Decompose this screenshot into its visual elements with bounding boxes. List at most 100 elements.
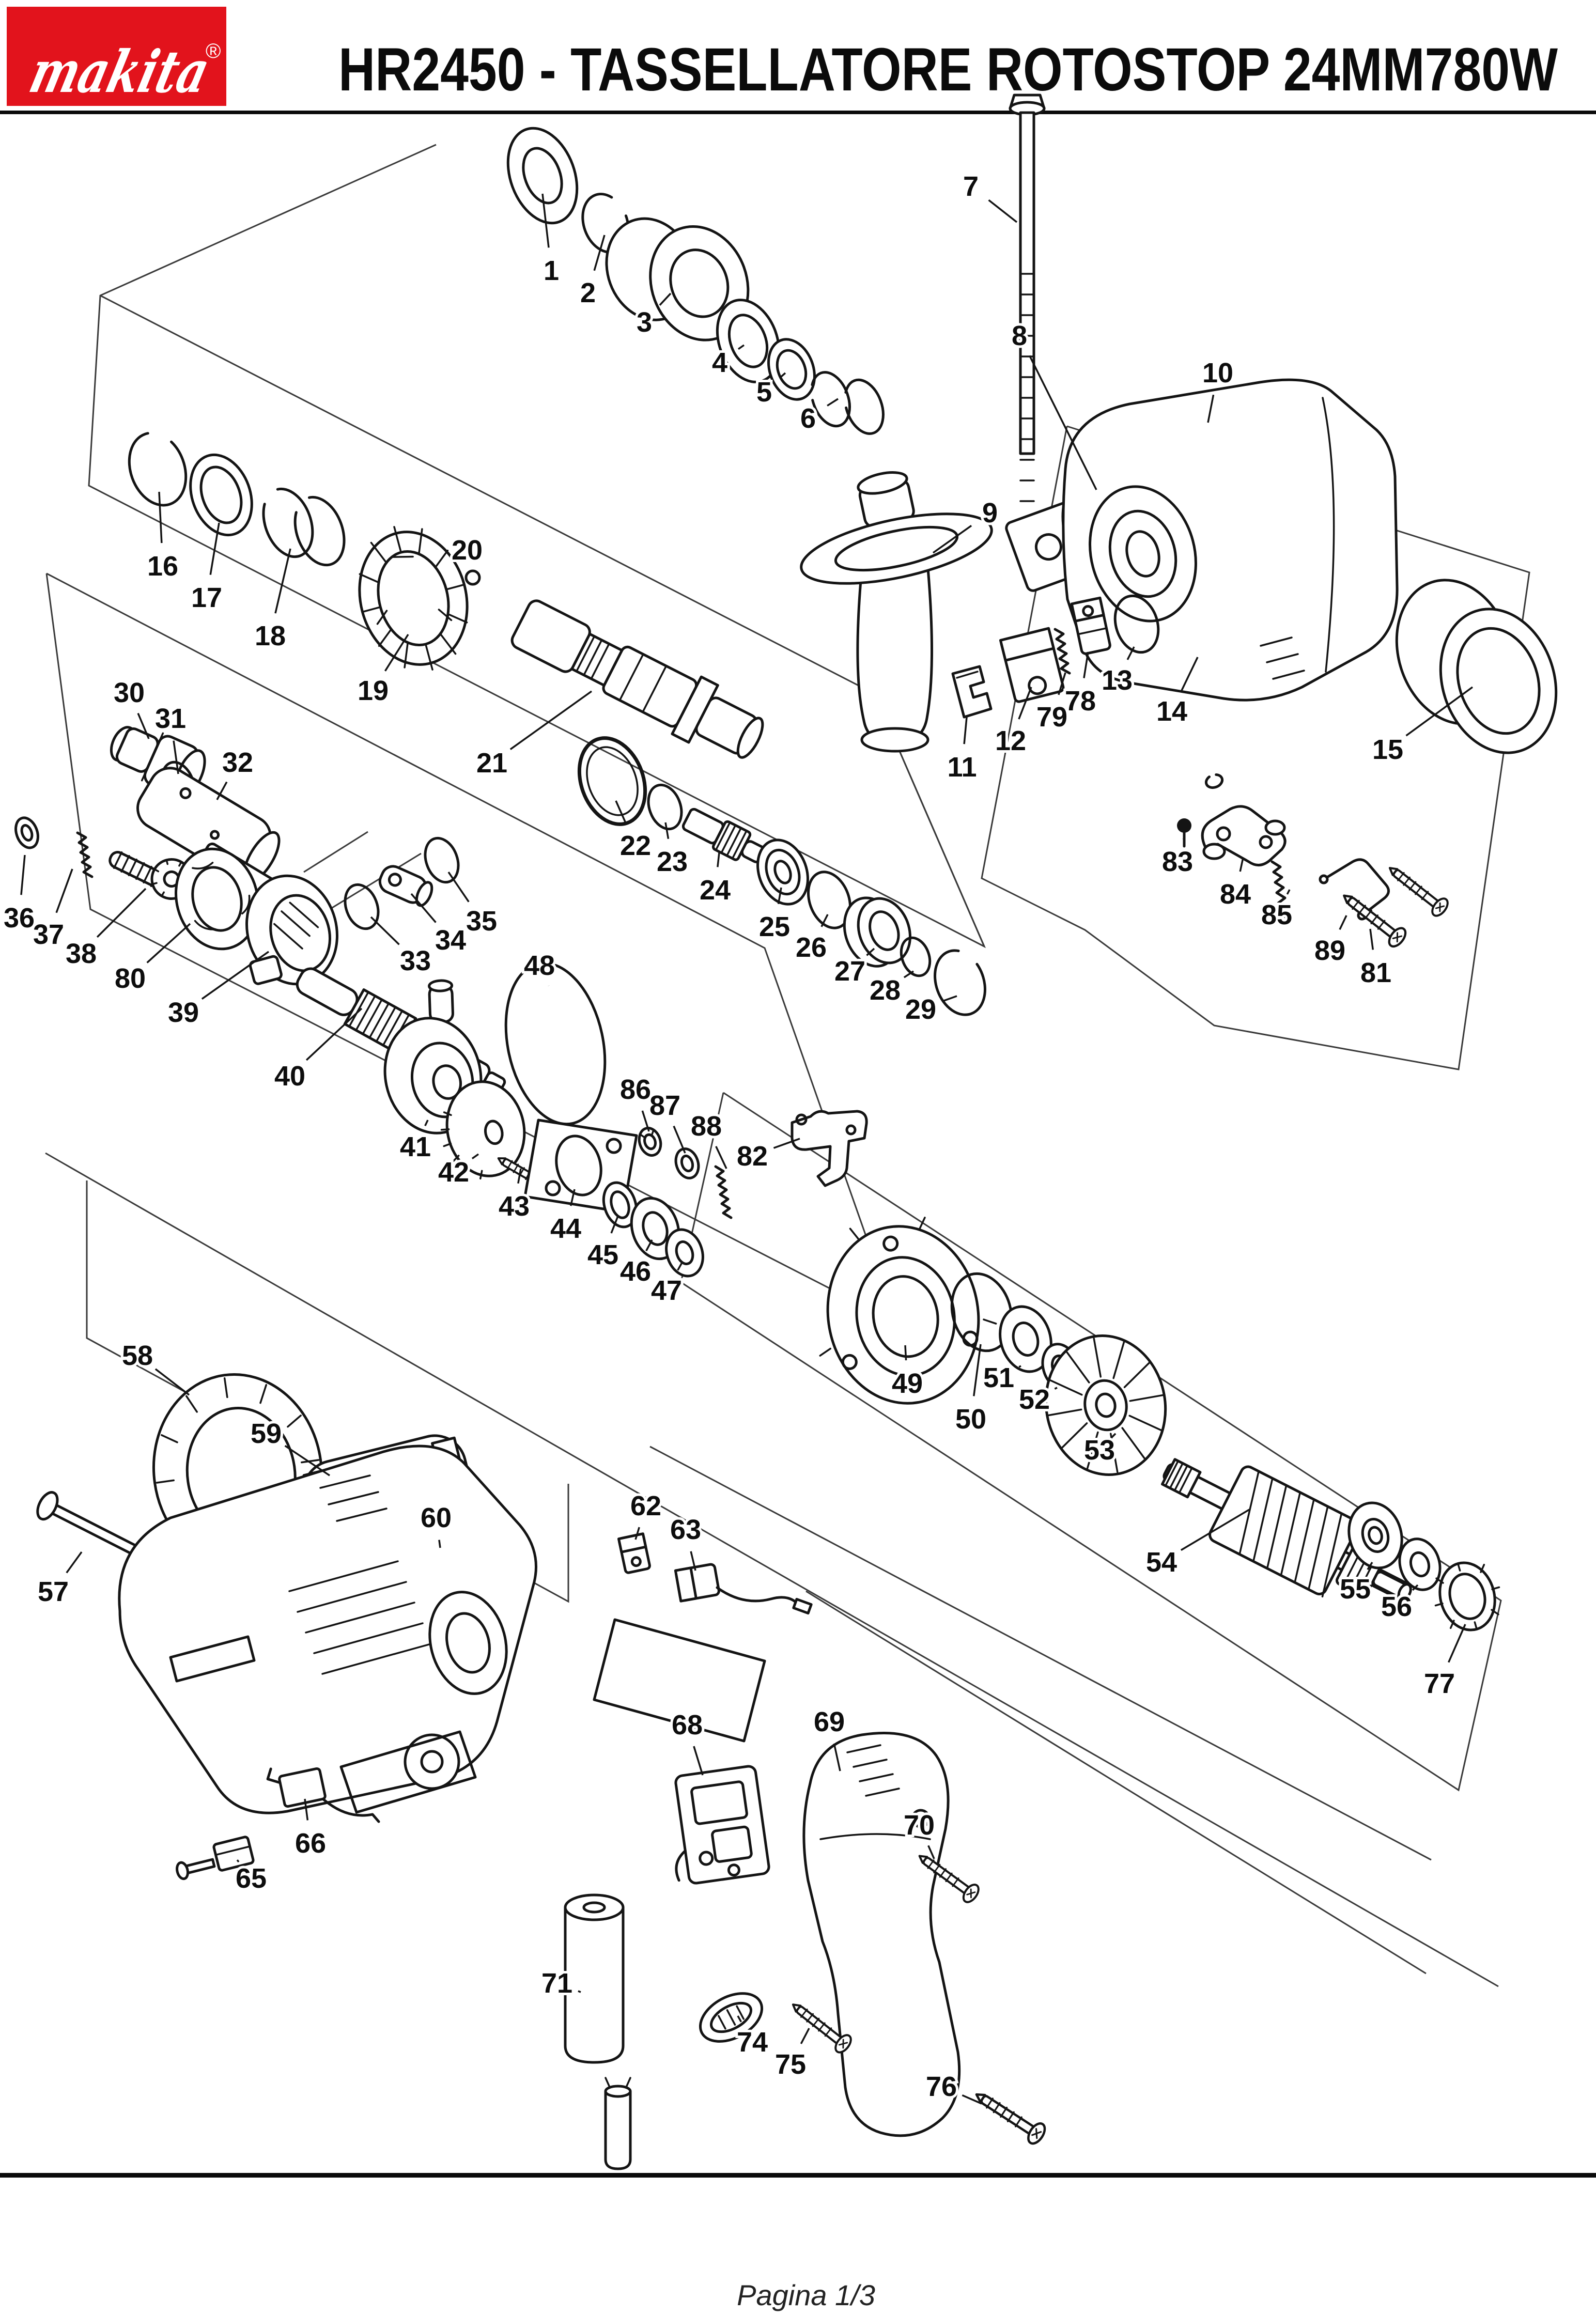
part-number-label: 75	[775, 2049, 806, 2080]
callout-leader-line	[1029, 355, 1097, 490]
callout-66: 66	[292, 1798, 329, 1861]
part-29-circlip	[934, 949, 986, 1016]
part-number-label: 76	[926, 2071, 957, 2102]
callout-leader-line	[304, 1798, 309, 1821]
part-6-spring-washers	[810, 371, 885, 435]
callout-48: 48	[521, 947, 557, 986]
callout-leader-line	[305, 1007, 363, 1061]
callout-4: 4	[709, 344, 745, 381]
part-number-label: 81	[1360, 957, 1391, 988]
part-37-spring	[76, 831, 94, 878]
small-circlip	[1204, 773, 1224, 789]
callout-leader-line	[715, 1146, 727, 1169]
callout-leader-line	[1126, 646, 1135, 660]
part-20-steel-ball	[464, 569, 481, 586]
registered-trademark-symbol: ®	[206, 40, 221, 63]
callout-leader-line	[471, 1153, 479, 1159]
part-56-ball-bearing	[1398, 1537, 1442, 1591]
callout-leader-line	[634, 1527, 640, 1540]
part-number-label: 27	[834, 956, 865, 987]
callout-57: 57	[35, 1551, 83, 1610]
callout-37: 37	[30, 868, 73, 953]
callout-leader-line	[173, 740, 179, 774]
part-number-label: 63	[670, 1514, 701, 1545]
callout-46: 46	[617, 1239, 654, 1289]
part-number-label: 46	[620, 1256, 651, 1287]
callout-leader-line	[1412, 1584, 1419, 1591]
callout-62: 62	[628, 1488, 664, 1540]
callout-10: 10	[1200, 355, 1236, 423]
callout-69: 69	[811, 1704, 847, 1772]
part-27-bushing	[843, 896, 911, 968]
part-60-motor-housing	[118, 1444, 537, 1814]
callout-68: 68	[669, 1707, 705, 1776]
part-number-label: 69	[814, 1706, 845, 1737]
part-62-terminal	[617, 1532, 651, 1574]
part-number-label: 70	[904, 1810, 935, 1841]
callout-leader-line	[941, 995, 957, 1002]
part-4-washer	[716, 299, 781, 383]
part-number-label: 18	[255, 620, 286, 651]
callout-leader-line	[1018, 1365, 1021, 1368]
callout-leader-line	[693, 1746, 704, 1776]
part-49-bearing-retainer	[819, 1217, 997, 1405]
part-28-o-ring	[900, 936, 932, 977]
part-18-wire-springs	[262, 487, 346, 567]
part-33-o-ring	[344, 883, 380, 930]
callout-leader-line	[737, 2015, 742, 2023]
part-63-brush-holder-with-lead	[674, 1563, 813, 1615]
callout-leader-line	[216, 781, 228, 800]
part-22-o-ring	[577, 736, 647, 826]
callout-leader-line	[1367, 1562, 1373, 1571]
callout-leader-line	[137, 712, 150, 739]
part-number-label: 29	[905, 994, 936, 1025]
part-number-label: 21	[476, 748, 507, 779]
callout-35: 35	[447, 872, 500, 939]
part-number-label: 57	[38, 1576, 69, 1607]
callout-leader-line	[66, 1551, 83, 1574]
callout-80: 80	[112, 923, 191, 997]
callout-leader-line	[593, 235, 606, 271]
callout-77: 77	[1421, 1624, 1466, 1702]
part-69-handle-cover	[802, 1731, 961, 2137]
part-number-label: 55	[1340, 1574, 1371, 1605]
part-number-label: 86	[620, 1074, 651, 1105]
part-83-pin	[1177, 818, 1191, 848]
callout-leader-line	[690, 1551, 696, 1571]
part-number-label: 59	[251, 1418, 282, 1449]
callout-leader-line	[1181, 657, 1199, 691]
part-number-label: 12	[995, 725, 1026, 756]
part-number-label: 39	[168, 997, 199, 1028]
part-50-o-ring	[950, 1272, 1013, 1353]
part-number-label: 9	[982, 498, 998, 529]
callout-leader-line	[1369, 928, 1374, 950]
part-47-washer	[665, 1228, 704, 1278]
callout-leader-line	[800, 2028, 810, 2044]
part-number-label: 45	[587, 1239, 618, 1270]
callout-17: 17	[189, 522, 225, 616]
part-21-spindle	[510, 599, 764, 759]
callout-leader-line	[370, 916, 400, 945]
brand-wordmark: makita	[23, 38, 216, 106]
callout-13: 13	[1099, 646, 1135, 698]
callout-20: 20	[449, 532, 485, 572]
part-number-label: 85	[1261, 899, 1292, 930]
callout-9: 9	[932, 495, 1000, 554]
callout-55: 55	[1337, 1562, 1373, 1607]
extra-screw	[1384, 860, 1451, 919]
part-number-label: 6	[800, 403, 816, 434]
callout-87: 87	[647, 1087, 686, 1154]
callout-leader-line	[1286, 889, 1291, 895]
part-number-label: 52	[1019, 1384, 1050, 1415]
part-number-label: 7	[963, 171, 979, 202]
callout-leader-line	[1054, 1387, 1058, 1390]
callout-leader-line	[509, 690, 593, 750]
part-number-label: 68	[672, 1710, 703, 1741]
part-number-label: 77	[1424, 1668, 1455, 1699]
callout-71: 71	[539, 1965, 581, 2001]
callout-11: 11	[944, 717, 980, 785]
callout-24: 24	[697, 852, 733, 908]
callout-1: 1	[541, 193, 562, 289]
callout-32: 32	[216, 744, 256, 800]
callout-3: 3	[634, 292, 672, 340]
